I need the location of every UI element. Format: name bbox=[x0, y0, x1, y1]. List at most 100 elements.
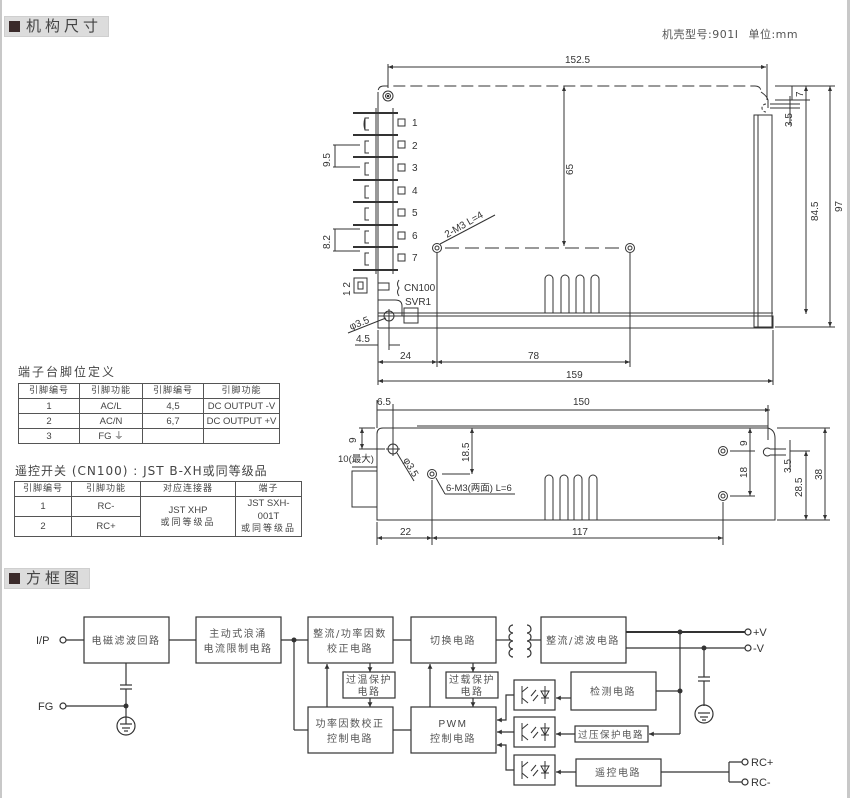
dim-slot-top: 7 bbox=[795, 91, 806, 97]
screw-icon bbox=[382, 90, 394, 102]
dim-overall-length: 152.5 bbox=[565, 55, 590, 66]
bullet-square-icon bbox=[9, 573, 20, 584]
dim-right-hole-top: 9 bbox=[739, 440, 750, 446]
optocoupler-icon bbox=[513, 716, 556, 748]
terminal-label: 6 bbox=[412, 231, 418, 242]
svr1-label: SVR1 bbox=[405, 297, 432, 308]
block-remote-label: 遥控电路 bbox=[595, 766, 641, 779]
connector-model: JST XHP bbox=[168, 504, 208, 516]
table-row: 1 AC/L 4,5 DC OUTPUT -V bbox=[18, 398, 280, 414]
dim-hole-x1: 24 bbox=[400, 351, 412, 362]
rc-neg-label: RC- bbox=[751, 777, 771, 789]
dim-height-total-side: 38 bbox=[814, 468, 825, 480]
terminal-label: 1 bbox=[412, 118, 418, 129]
table-cell: RC+ bbox=[71, 516, 141, 537]
terminal-label: 5 bbox=[412, 208, 418, 219]
transformer-icon bbox=[508, 624, 514, 658]
block-otp bbox=[342, 671, 396, 699]
hole-spec-side: 6-M3(两面) L=6 bbox=[446, 483, 512, 494]
terminal-protrusion bbox=[351, 470, 378, 508]
dim-length-total: 159 bbox=[566, 370, 583, 381]
dim-pitch-a: 9.5 bbox=[322, 153, 333, 167]
dim-offset-left: 6.5 bbox=[377, 397, 391, 408]
dim-hole-span-side: 117 bbox=[572, 527, 588, 538]
block-pfc-ctrl-label-1: 功率因数校正 bbox=[316, 717, 385, 730]
connector-pins: 1 2 bbox=[342, 282, 353, 296]
block-rect-pfc-label-2: 校正电路 bbox=[327, 642, 373, 655]
dim-height-inner: 84.5 bbox=[810, 201, 821, 221]
screw-hole-icon bbox=[718, 491, 728, 501]
terminal-model: JST SXH-001T bbox=[247, 498, 290, 522]
terminal-label: 4 bbox=[412, 186, 418, 197]
block-rect-pfc-label-1: 整流/功率因数 bbox=[313, 627, 387, 640]
terminal-equivalent: 或同等级品 bbox=[240, 524, 296, 534]
cn100-connector bbox=[353, 277, 368, 294]
optocoupler-icon bbox=[513, 754, 556, 786]
terminal-label: 2 bbox=[412, 141, 418, 152]
block-olp bbox=[445, 671, 499, 699]
terminal-block bbox=[353, 108, 406, 274]
connector-equivalent: 或同等级品 bbox=[160, 517, 216, 528]
case-label: 机壳型号:901I bbox=[662, 28, 739, 41]
block-switch-label: 切换电路 bbox=[430, 634, 476, 647]
side-bracket bbox=[753, 114, 773, 328]
output-neg-label: -V bbox=[753, 643, 765, 655]
screw-hole-icon bbox=[718, 446, 728, 456]
section-title-block: 方框图 bbox=[4, 568, 91, 589]
case-meta: 机壳型号:901I 单位:mm bbox=[662, 26, 808, 42]
table-header-row: 引脚编号 引脚功能 引脚编号 引脚功能 bbox=[18, 383, 280, 399]
cn100-label: CN100 bbox=[404, 283, 436, 294]
dim-slot-width: 3.5 bbox=[784, 113, 795, 127]
rc-pos-label: RC+ bbox=[751, 757, 773, 769]
block-pwm-label-2: 控制电路 bbox=[430, 732, 476, 745]
block-pwm-label-1: PWM bbox=[439, 719, 468, 730]
dim-hole-offset: 65 bbox=[565, 163, 576, 175]
table-cell: 2 bbox=[14, 516, 72, 537]
block-detect-label: 检测电路 bbox=[590, 685, 636, 698]
terminal-table: 引脚编号 引脚功能 引脚编号 引脚功能 1 AC/L 4,5 DC OUTPUT… bbox=[18, 383, 280, 444]
section-title-mechanical: 机构尺寸 bbox=[4, 16, 110, 37]
block-rect-filter-label: 整流/滤波电路 bbox=[546, 634, 620, 647]
block-olp-label-1: 过载保护 bbox=[449, 673, 495, 686]
table-row: 3 FG ⏚ bbox=[18, 428, 280, 444]
block-inrush-label-1: 主动式浪涌 bbox=[209, 627, 267, 640]
dim-height-total: 97 bbox=[834, 200, 845, 212]
input-fg-label: FG bbox=[38, 701, 53, 713]
dim-right-hole-span: 18 bbox=[739, 466, 750, 478]
dim-pitch-b: 8.2 bbox=[322, 235, 333, 249]
block-olp-label-2: 电路 bbox=[461, 685, 484, 698]
unit-label: 单位:mm bbox=[748, 28, 799, 41]
top-view bbox=[333, 64, 835, 385]
dim-hole-depth: 18.5 bbox=[461, 442, 472, 462]
terminal-table-title: 端子台脚位定义 bbox=[18, 365, 117, 379]
page-border-left bbox=[0, 0, 2, 798]
dim-slot-width-side: 3.5 bbox=[783, 459, 794, 473]
table-row: 2 AC/N 6,7 DC OUTPUT +V bbox=[18, 413, 280, 429]
block-emi-label: 电磁滤波回路 bbox=[92, 634, 161, 647]
svr1-trimmer bbox=[403, 307, 419, 324]
table-header-row: 引脚编号 引脚功能 对应连接器 端子 bbox=[14, 481, 302, 497]
screw-hole-icon bbox=[625, 243, 635, 253]
earth-ground-icon bbox=[694, 704, 714, 724]
input-ip-label: I/P bbox=[36, 635, 49, 647]
dim-slot-height: 28.5 bbox=[794, 477, 805, 497]
section-title-text: 机构尺寸 bbox=[26, 17, 103, 35]
screw-hole-icon bbox=[432, 243, 442, 253]
table-cell bbox=[203, 428, 280, 444]
dim-length: 150 bbox=[573, 397, 590, 408]
optocoupler-icon bbox=[513, 679, 556, 711]
table-cell-terminal: JST SXH-001T 或同等级品 bbox=[235, 496, 302, 537]
top-view-outline-dashed bbox=[377, 85, 762, 328]
side-view bbox=[351, 400, 830, 545]
block-inrush-label-2: 电流限制电路 bbox=[204, 642, 273, 655]
block-otp-label-2: 电路 bbox=[358, 685, 381, 698]
block-pfc-ctrl-label-2: 控制电路 bbox=[327, 732, 373, 745]
dim-hole-span: 78 bbox=[528, 351, 540, 362]
section-title-text: 方框图 bbox=[26, 569, 84, 587]
screw-hole-icon bbox=[427, 469, 437, 479]
block-pfc-ctrl bbox=[307, 706, 394, 754]
